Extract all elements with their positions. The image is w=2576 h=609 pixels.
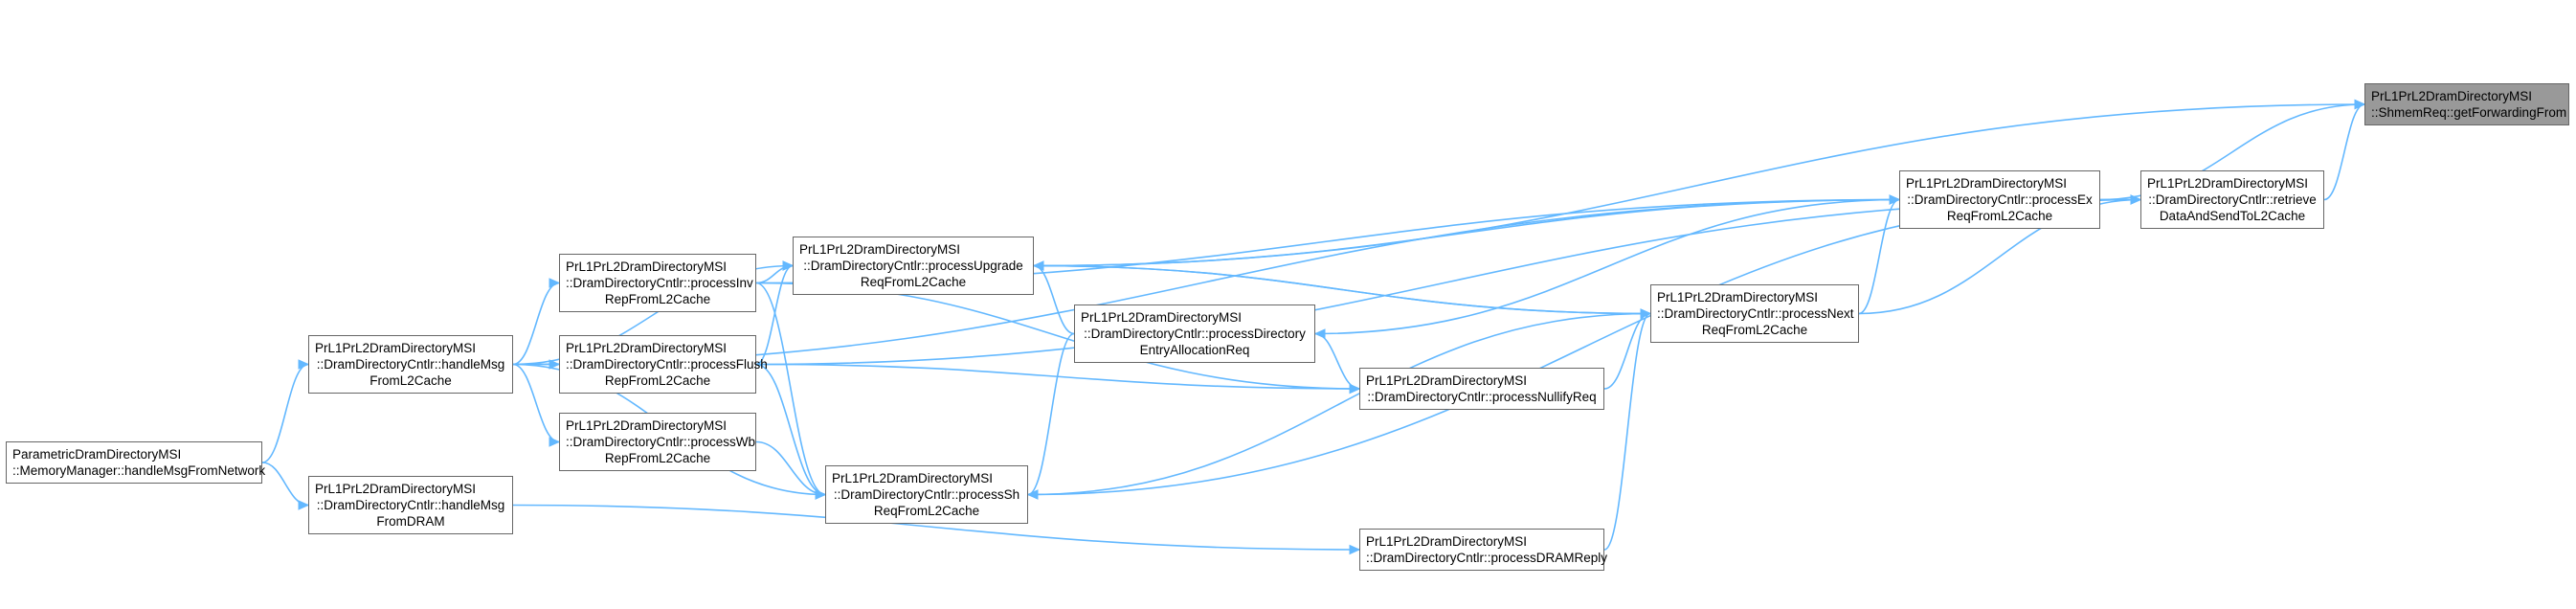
node-handle-msg-from-dram[interactable]: PrL1PrL2DramDirectoryMSI ::DramDirectory… [308, 476, 513, 534]
edge-retrieveData-to-getForwardingFrom [2323, 103, 2365, 201]
edge-processFlush-to-processSh [755, 363, 826, 496]
node-line: PrL1PrL2DramDirectoryMSI [1366, 534, 1528, 549]
node-process-directory-entry-allocation-req[interactable]: PrL1PrL2DramDirectoryMSI ::DramDirectory… [1074, 304, 1315, 363]
node-line: ReqFromL2Cache [873, 504, 980, 518]
arrowhead-processDRAMReply-to-processNext [1640, 308, 1652, 319]
node-line: PrL1PrL2DramDirectoryMSI [315, 341, 477, 355]
arrowhead-handleMsgL2-to-processEx [1889, 194, 1901, 205]
node-line: PrL1PrL2DramDirectoryMSI [315, 482, 477, 496]
arrowhead-processFlush-to-processNullify [1349, 383, 1361, 395]
node-line: ::DramDirectoryCntlr::processSh [833, 487, 1020, 502]
edge-processDirAlloc-to-processSh [1027, 332, 1075, 496]
node-line: RepFromL2Cache [604, 451, 711, 465]
edge-handleMsgNetwork-to-handleMsgDRAM [261, 462, 309, 507]
node-line: ReqFromL2Cache [1946, 209, 2053, 223]
arrowhead-handleMsgL2-to-processInv [549, 278, 561, 288]
node-line: PrL1PrL2DramDirectoryMSI [1366, 373, 1528, 388]
edge-processInv-to-processSh [755, 282, 826, 496]
node-line: ::DramDirectoryCntlr::handleMsg [316, 498, 505, 512]
node-retrieve-data-and-send-to-l2-cache[interactable]: PrL1PrL2DramDirectoryMSI ::DramDirectory… [2140, 170, 2324, 229]
node-line: RepFromL2Cache [604, 292, 711, 306]
node-line: ::DramDirectoryCntlr::retrieve [2148, 192, 2317, 207]
node-handle-msg-from-network[interactable]: ParametricDramDirectoryMSI ::MemoryManag… [6, 441, 266, 484]
edge-processDirAlloc-to-processNullify [1314, 332, 1360, 390]
node-process-inv-rep-from-l2-cache[interactable]: PrL1PrL2DramDirectoryMSI ::DramDirectory… [559, 254, 756, 312]
node-line: PrL1PrL2DramDirectoryMSI [1081, 310, 1243, 325]
edge-processDirAlloc-to-processUpgrade [1033, 264, 1075, 335]
node-line: PrL1PrL2DramDirectoryMSI [566, 341, 728, 355]
arrowhead-processFlush-to-retrieveData [2130, 194, 2142, 205]
arrowhead-handleMsgNetwork-to-handleMsgDRAM [298, 500, 310, 510]
node-line: ::DramDirectoryCntlr::processNullifyReq [1367, 390, 1597, 404]
node-process-upgrade-req-from-l2-cache[interactable]: PrL1PrL2DramDirectoryMSI ::DramDirectory… [793, 237, 1034, 295]
node-line: PrL1PrL2DramDirectoryMSI [1657, 290, 1819, 304]
edge-processFlush-to-retrieveData [755, 198, 2141, 366]
node-line: PrL1PrL2DramDirectoryMSI [2147, 176, 2309, 191]
node-line: ::MemoryManager::handleMsgFromNetwork [12, 463, 266, 478]
node-process-next-req-from-l2-cache[interactable]: PrL1PrL2DramDirectoryMSI ::DramDirectory… [1650, 284, 1859, 343]
node-line: ::DramDirectoryCntlr::processNext [1657, 306, 1854, 321]
node-line: RepFromL2Cache [604, 373, 711, 388]
node-line: FromDRAM [376, 514, 445, 529]
node-line: ::ShmemReq::getForwardingFrom [2371, 105, 2567, 120]
node-line: ::DramDirectoryCntlr::processUpgrade [803, 259, 1023, 273]
arrowhead-processDirAlloc-to-processUpgrade [1032, 260, 1044, 271]
edge-processEx-to-processDirAlloc [1314, 198, 1900, 335]
node-process-flush-rep-from-l2-cache[interactable]: PrL1PrL2DramDirectoryMSI ::DramDirectory… [559, 335, 768, 394]
node-process-wb-rep-from-l2-cache[interactable]: PrL1PrL2DramDirectoryMSI ::DramDirectory… [559, 413, 756, 471]
edge-handleMsgNetwork-to-handleMsgL2 [261, 363, 309, 463]
node-line: ::DramDirectoryCntlr::processEx [1907, 192, 2093, 207]
node-process-ex-req-from-l2-cache[interactable]: PrL1PrL2DramDirectoryMSI ::DramDirectory… [1899, 170, 2100, 229]
node-line: EntryAllocationReq [1139, 343, 1250, 357]
edge-processUpgrade-to-processNext [1033, 264, 1651, 315]
edge-processNext-to-processSh [1027, 312, 1651, 496]
node-line: ::DramDirectoryCntlr::processDirectory [1084, 327, 1306, 341]
node-line: ReqFromL2Cache [1701, 323, 1808, 337]
arrowhead-processUpgrade-to-getForwardingFrom [2354, 99, 2366, 110]
edge-processUpgrade-to-processEx [1033, 198, 1900, 267]
node-line: ParametricDramDirectoryMSI [12, 447, 182, 462]
node-get-forwarding-from[interactable]: PrL1PrL2DramDirectoryMSI ::ShmemReq::get… [2364, 83, 2569, 125]
edge-processFlush-to-processUpgrade [755, 264, 794, 366]
node-line: PrL1PrL2DramDirectoryMSI [2371, 89, 2533, 103]
node-line: PrL1PrL2DramDirectoryMSI [1906, 176, 2068, 191]
node-line: ::DramDirectoryCntlr::processFlush [566, 357, 768, 372]
node-line: FromL2Cache [370, 373, 452, 388]
arrowhead-handleMsgL2-to-processWb [549, 437, 561, 447]
arrowhead-handleMsgDRAM-to-processDRAMReply [1349, 544, 1361, 555]
node-line: PrL1PrL2DramDirectoryMSI [566, 418, 728, 433]
node-line: ::DramDirectoryCntlr::processInv [566, 276, 753, 290]
node-line: ::DramDirectoryCntlr::processWb [566, 435, 756, 449]
arrowhead-handleMsgL2-to-processSh [815, 489, 827, 500]
arrowhead-handleMsgNetwork-to-handleMsgL2 [298, 359, 310, 370]
arrowhead-processEx-to-processDirAlloc [1313, 328, 1326, 339]
edge-processFlush-to-processNullify [755, 363, 1360, 390]
node-process-sh-req-from-l2-cache[interactable]: PrL1PrL2DramDirectoryMSI ::DramDirectory… [825, 465, 1028, 524]
edge-handleMsgL2-to-processWb [512, 363, 560, 443]
node-line: DataAndSendToL2Cache [2159, 209, 2306, 223]
node-line: ::DramDirectoryCntlr::processDRAMReply [1366, 551, 1608, 565]
arrowhead-handleMsgL2-to-processUpgrade [782, 260, 795, 271]
edge-processNext-to-processEx [1858, 198, 1900, 315]
edge-handleMsgL2-to-processEx [512, 198, 1900, 366]
edge-handleMsgDRAM-to-processDRAMReply [512, 504, 1360, 551]
edge-handleMsgL2-to-processInv [512, 282, 560, 366]
node-line: PrL1PrL2DramDirectoryMSI [832, 471, 994, 485]
node-line: PrL1PrL2DramDirectoryMSI [799, 242, 961, 257]
node-process-nullify-req[interactable]: PrL1PrL2DramDirectoryMSI ::DramDirectory… [1359, 368, 1604, 410]
edge-processDRAMReply-to-processNext [1603, 312, 1651, 551]
node-handle-msg-from-l2-cache[interactable]: PrL1PrL2DramDirectoryMSI ::DramDirectory… [308, 335, 513, 394]
node-line: PrL1PrL2DramDirectoryMSI [566, 259, 728, 274]
node-process-dram-reply[interactable]: PrL1PrL2DramDirectoryMSI ::DramDirectory… [1359, 529, 1608, 571]
node-line: ReqFromL2Cache [860, 275, 967, 289]
node-line: ::DramDirectoryCntlr::handleMsg [316, 357, 505, 372]
